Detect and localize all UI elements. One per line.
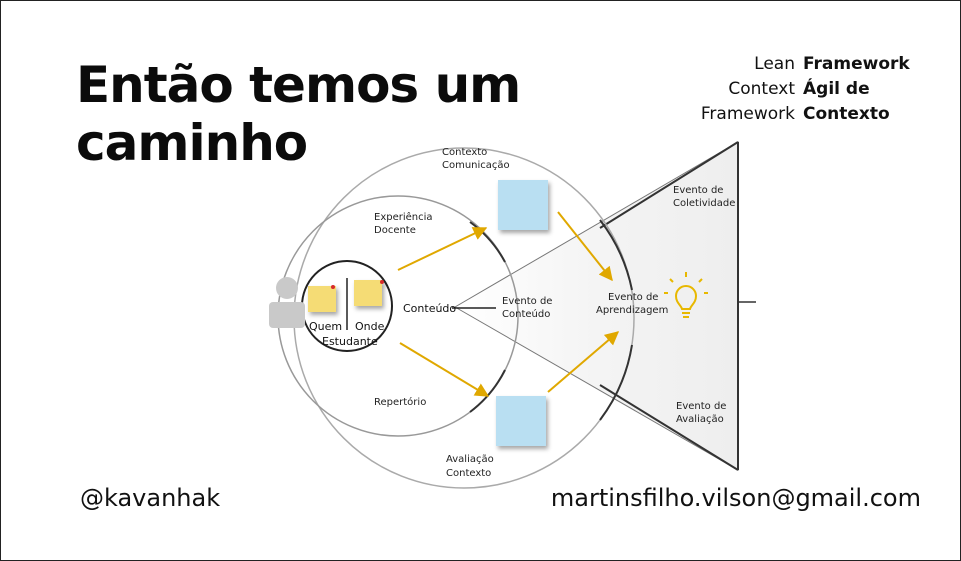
- sticky-note-top: [498, 180, 548, 230]
- cone-top-edge: [599, 141, 739, 229]
- collective-event-label-1: Evento de: [673, 185, 723, 196]
- middle-top-label-2: Docente: [374, 225, 416, 236]
- outer-circle-highlight: [599, 344, 633, 421]
- legend-row: Lean Framework: [701, 52, 910, 77]
- evaluation-event-label-2: Avaliação: [676, 414, 724, 425]
- lightbulb-icon: [664, 272, 708, 318]
- middle-top-label-1: Experiência: [374, 211, 433, 223]
- legend-left: Context: [728, 79, 795, 99]
- learning-event-label-2: Aprendizagem: [596, 305, 668, 316]
- middle-bottom-label: Repertório: [374, 396, 426, 408]
- arrow-to-bottom-note: [399, 342, 490, 397]
- arrow-bottom-to-learning: [547, 331, 620, 393]
- learning-event-label-1: Evento de: [608, 292, 658, 303]
- arrow-top-to-learning: [557, 211, 613, 282]
- cone-bottom-edge: [599, 384, 739, 471]
- legend-left: Lean: [754, 54, 795, 74]
- legend-row: Context Ágil de: [701, 77, 901, 102]
- content-event-label-1: Evento de: [502, 296, 552, 307]
- inner-bottom-label: Estudante: [322, 335, 378, 348]
- legend-row: Framework Contexto: [701, 102, 901, 127]
- title-line-1: Então temos um: [76, 56, 521, 114]
- contact-email: martinsfilho.vilson@gmail.com: [550, 484, 921, 512]
- middle-circle-highlight: [469, 369, 506, 413]
- content-event-label-2: Conteúdo: [502, 308, 550, 320]
- center-label: Conteúdo: [403, 302, 456, 315]
- collective-event-label-2: Coletividade: [673, 198, 735, 209]
- outer-top-label-1: Contexto: [442, 147, 487, 158]
- middle-circle-highlight: [469, 221, 506, 263]
- sticky-note-quem: [308, 285, 336, 312]
- slide-title: Então temos um caminho: [76, 56, 521, 172]
- sticky-note-onde: [354, 280, 384, 306]
- arrow-to-top-note: [397, 227, 488, 271]
- sticky-note-bottom: [496, 396, 546, 446]
- outer-bottom-label-2: Contexto: [446, 468, 491, 479]
- social-handle: @kavanhak: [80, 484, 221, 512]
- outer-bottom-label-1: Avaliação: [446, 454, 494, 465]
- outer-top-label-2: Comunicação: [442, 160, 510, 171]
- person-icon: [269, 277, 305, 328]
- evaluation-event-label-1: Evento de: [676, 401, 726, 412]
- legend-left: Framework: [700, 104, 795, 124]
- title-line-2: caminho: [76, 114, 308, 172]
- legend-right: Contexto: [803, 104, 890, 124]
- learning-cone: [455, 142, 738, 470]
- inner-right-label: Onde: [355, 320, 385, 333]
- legend-right: Ágil de: [803, 79, 870, 99]
- outer-circle-highlight: [599, 219, 633, 291]
- legend-right: Framework: [803, 54, 910, 74]
- inner-left-label: Quem: [309, 320, 342, 333]
- framework-legend: Lean Framework Context Ágil de Framework…: [701, 52, 910, 127]
